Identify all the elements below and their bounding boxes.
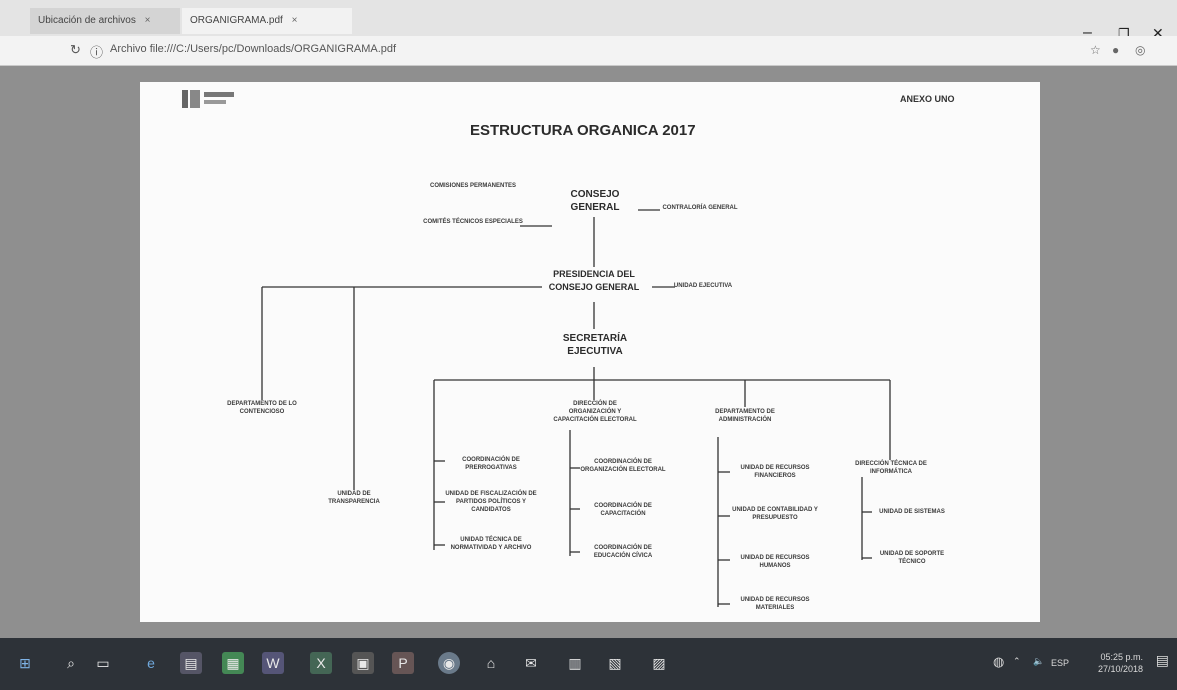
tab-bar: Ubicación de archivos × ORGANIGRAMA.pdf … [0,0,1177,41]
chrome-icon[interactable]: ◉ [438,652,460,674]
box-unidad-contabilidad: UNIDAD DE CONTABILIDAD Y PRESUPUESTO [732,507,818,521]
network-icon[interactable]: ◍ [993,654,1005,669]
refresh-icon[interactable]: ↻ [70,42,81,57]
tab-label: ORGANIGRAMA.pdf [190,15,283,26]
maximize-button[interactable]: ❐ [1118,26,1130,41]
word-icon[interactable]: W [262,652,284,674]
user-icon[interactable]: ◎ [1135,43,1146,57]
box-unidad-recursos-materiales: UNIDAD DE RECURSOS MATERIALES [740,597,810,611]
box-coord-organizacion: COORDINACIÓN DE ORGANIZACIÓN ELECTORAL [580,459,666,473]
box-coord-educacion: COORDINACIÓN DE EDUCACIÓN CÍVICA [593,545,653,559]
minimize-button[interactable]: – [1083,24,1092,41]
info-icon[interactable]: ⓘ [90,45,104,60]
box-unidad-sistemas: UNIDAD DE SISTEMAS [879,509,945,515]
calculator-icon[interactable]: ▥ [568,655,582,671]
url-field[interactable]: Archivo file:///C:/Users/pc/Downloads/OR… [110,43,397,55]
chevron-up-icon[interactable]: ⌃ [1013,656,1021,666]
pdf-reader-icon[interactable]: ▨ [652,655,666,671]
powerpoint-icon[interactable]: P [392,652,414,674]
notification-icon[interactable]: ▤ [1155,652,1169,668]
clock-date[interactable]: 27/10/2018 [1097,664,1143,674]
address-bar: ↻ ⓘ Archivo file:///C:/Users/pc/Download… [0,36,1177,66]
box-depto-administracion: DEPARTAMENTO DE ADMINISTRACIÓN [715,409,775,423]
box-unidad-normativa: UNIDAD TÉCNICA DE NORMATIVIDAD Y ARCHIVO [450,537,532,551]
box-direccion-tecnica: DIRECCIÓN TÉCNICA DE INFORMÁTICA [855,461,927,475]
box-departamento-contencioso: DEPARTAMENTO DE LO CONTENCIOSO [227,401,297,415]
org-chart-lines [261,209,891,607]
close-window-button[interactable]: ✕ [1152,25,1164,41]
clock-time[interactable]: 05:25 p.m. [1100,652,1143,662]
annex-label: ANEXO UNO [900,94,955,104]
extension-icon[interactable]: ● [1112,43,1120,57]
box-contraloria: CONTRALORÍA GENERAL [662,205,738,211]
box-comites: COMITÉS TÉCNICOS ESPECIALES [423,219,523,225]
photos-icon[interactable]: ▧ [608,655,622,671]
store-icon[interactable]: ▦ [222,652,244,674]
app-icon[interactable]: ▣ [352,652,374,674]
box-coord-capacitacion: COORDINACIÓN DE CAPACITACIÓN [594,503,652,517]
close-tab-icon[interactable]: × [291,15,298,26]
logo [182,90,234,108]
box-coord-prerrogativas: COORDINACIÓN DE PRERROGATIVAS [462,457,520,471]
page-title: ESTRUCTURA ORGANICA 2017 [470,122,696,139]
box-unidad-recursos-humanos: UNIDAD DE RECURSOS HUMANOS [740,555,810,569]
tab-label: Ubicación de archivos [38,15,136,26]
edge-icon[interactable]: e [147,655,155,671]
bag-icon[interactable]: ⌂ [486,655,496,671]
language-indicator[interactable]: ESP [1051,658,1070,668]
box-secretaria-ejecutiva: SECRETARÍA EJECUTIVA [562,333,628,357]
pdf-viewer: ANEXO UNO ESTRUCTURA ORGANICA 2017 [0,66,1177,638]
box-direccion-organizacion: DIRECCIÓN DE ORGANIZACIÓN Y CAPACITACIÓN… [553,401,637,423]
file-explorer-icon[interactable]: ▤ [180,652,202,674]
mail-icon[interactable]: ✉ [525,655,537,671]
taskbar: ⊞ ⌕ ▭ e ▤ ▦ W X ▣ P ◉ ⌂ ✉ ▥ ▧ ▨ ◍ ⌃ 🔈 ES… [0,638,1177,690]
box-consejo-general: CONSEJO GENERAL [570,189,620,213]
box-unidad-soporte: UNIDAD DE SOPORTE TÉCNICO [879,551,945,565]
windows-start-icon[interactable]: ⊞ [19,655,31,671]
box-unidad-partidos: UNIDAD DE FISCALIZACIÓN DE PARTIDOS POLÍ… [445,491,537,513]
tab-files[interactable]: Ubicación de archivos × [30,8,180,34]
system-tray: ◍ ⌃ 🔈 ESP 05:25 p.m. 27/10/2018 [993,650,1143,678]
box-comisiones: COMISIONES PERMANENTES [429,183,516,189]
search-icon[interactable]: ⌕ [67,655,75,671]
excel-icon[interactable]: X [310,652,332,674]
box-presidencia: PRESIDENCIA DEL CONSEJO GENERAL [548,269,640,292]
tab-organigrama[interactable]: ORGANIGRAMA.pdf × [182,8,352,34]
pdf-page: ANEXO UNO ESTRUCTURA ORGANICA 2017 [140,82,1040,622]
task-view-icon[interactable]: ▭ [96,655,110,671]
box-unidad-transparencia: UNIDAD DE TRANSPARENCIA [328,491,380,505]
close-tab-icon[interactable]: × [144,15,151,26]
speaker-icon[interactable]: 🔈 [1033,656,1045,666]
box-unidad-ejecutiva: UNIDAD EJECUTIVA [673,283,733,289]
box-unidad-recursos-financieros: UNIDAD DE RECURSOS FINANCIEROS [740,465,810,479]
star-icon[interactable]: ☆ [1090,43,1101,57]
